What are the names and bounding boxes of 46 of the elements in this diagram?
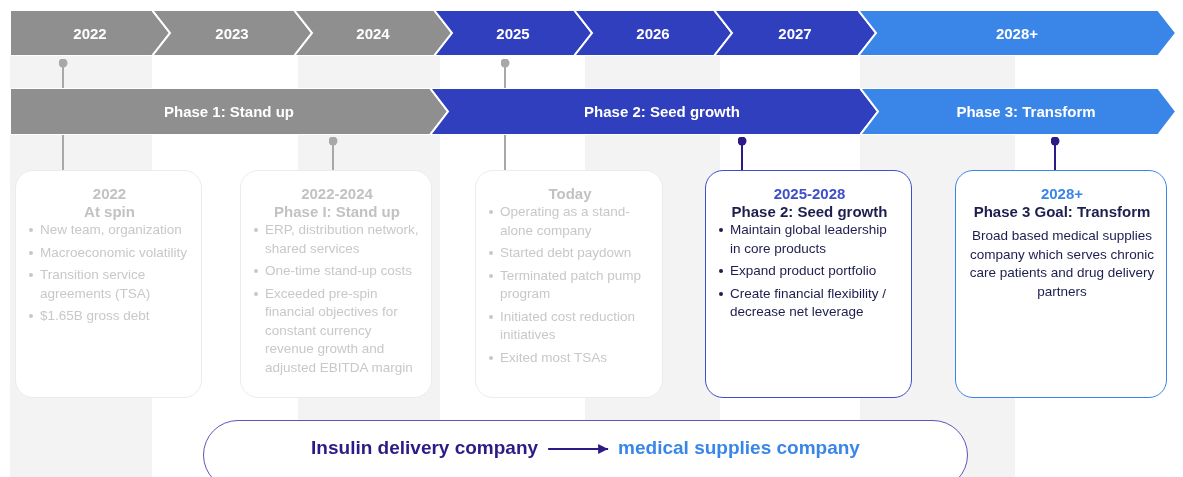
connector-line xyxy=(58,58,68,89)
period-heading: 2022-2024 xyxy=(300,185,374,203)
milestone-card xyxy=(475,170,663,398)
period-heading: 2028+ xyxy=(1039,185,1085,203)
year-label: 2025 xyxy=(496,24,530,42)
period-heading: Today xyxy=(547,185,593,203)
connector-line xyxy=(737,136,747,171)
transition-text: Insulin delivery company xyxy=(311,437,539,461)
period-heading: 2022 xyxy=(91,185,128,203)
goal-description: Broad based medical supplies company which serves chronic care patients and drug delivery partners xyxy=(968,227,1156,301)
year-label: 2027 xyxy=(778,24,812,42)
year-label: 2023 xyxy=(215,24,249,42)
card-subheading: Phase I: Stand up xyxy=(273,203,401,221)
phase-label: Phase 3: Transform xyxy=(956,103,1096,120)
arrow xyxy=(547,444,610,454)
year-banner xyxy=(858,10,1176,56)
bullet-item: Create financial flexibility / decrease net leverage xyxy=(730,285,887,319)
transition-text: medical supplies company xyxy=(618,437,860,461)
phase-label: Phase 1: Stand up xyxy=(164,103,294,120)
phase-banner xyxy=(10,88,448,135)
card-subheading: Phase 3 Goal: Transform xyxy=(972,203,1152,221)
connector-line xyxy=(62,134,64,171)
milestone-card xyxy=(955,170,1167,398)
year-label: 2028+ xyxy=(995,24,1039,42)
phase-banner xyxy=(430,88,878,135)
card-subheading: Phase 2: Seed growth xyxy=(730,203,889,221)
connector-line xyxy=(328,136,338,171)
milestone-card xyxy=(705,170,912,398)
period-heading: 2025-2028 xyxy=(772,185,847,203)
milestone-card xyxy=(15,170,202,398)
phase-label: Phase 2: Seed growth xyxy=(584,103,740,120)
year-banner xyxy=(152,10,312,56)
phase-banner xyxy=(860,88,1176,135)
connector-line xyxy=(500,58,510,89)
year-banner xyxy=(434,10,592,56)
milestone-card xyxy=(240,170,432,398)
summary-pill xyxy=(203,420,968,477)
connector-line xyxy=(1050,136,1060,171)
year-banner xyxy=(714,10,876,56)
bullet-item: Expand product portfolio xyxy=(730,263,877,278)
bullet-item: Maintain global leadership in core products xyxy=(730,222,887,256)
connector-line xyxy=(504,134,506,171)
card-subheading: At spin xyxy=(83,203,136,221)
year-label: 2026 xyxy=(636,24,670,42)
year-label: 2022 xyxy=(73,24,107,42)
year-label: 2024 xyxy=(356,24,390,42)
